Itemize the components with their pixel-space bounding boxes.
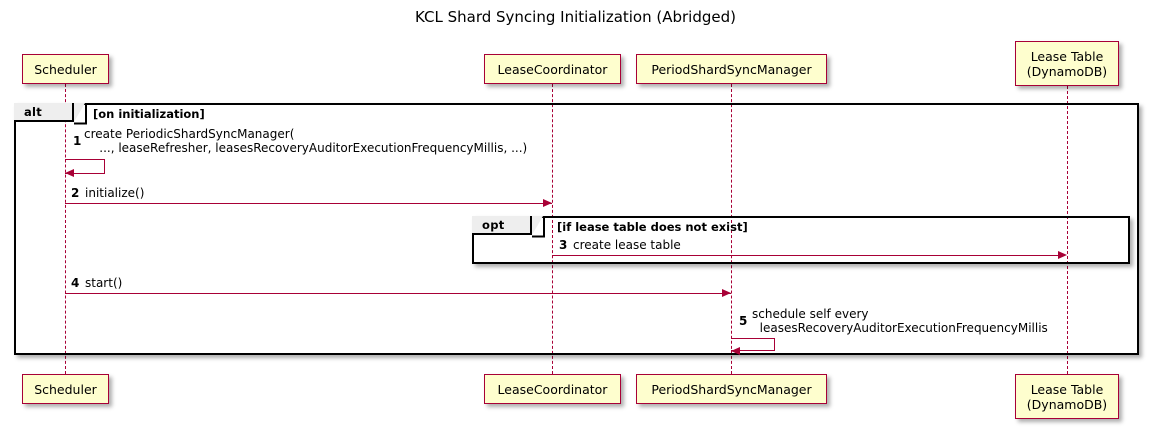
- participant-scheduler-bottom[interactable]: Scheduler: [22, 374, 109, 404]
- message-5-text: schedule self every leasesRecoveryAudito…: [752, 307, 1048, 335]
- lifeline-scheduler: [65, 84, 66, 374]
- participant-lease-table-top[interactable]: Lease Table (DynamoDB): [1015, 41, 1119, 86]
- message-3-text: create lease table: [573, 238, 681, 252]
- message-1-arrowhead-icon: [65, 169, 74, 177]
- participant-lease-coordinator-bottom[interactable]: LeaseCoordinator: [484, 374, 621, 404]
- lifeline-period-shard-sync-manager: [731, 84, 732, 374]
- message-5-arrowhead-icon: [731, 346, 740, 355]
- fragment-alt: [14, 103, 1139, 355]
- message-4-arrowhead-icon: [722, 288, 731, 297]
- lifeline-lease-table: [1067, 86, 1068, 374]
- participant-label: PeriodShardSyncManager: [651, 381, 812, 397]
- fragment-opt-tab-corner-svg: [532, 216, 545, 238]
- message-5-number: 5: [739, 314, 748, 328]
- message-2-arrowhead-icon: [543, 198, 552, 207]
- message-2-number: 2: [71, 186, 80, 200]
- participant-scheduler-top[interactable]: Scheduler: [22, 54, 109, 84]
- participant-label: Scheduler: [34, 61, 97, 77]
- message-1-self-loop: [65, 159, 105, 174]
- participant-label: Scheduler: [34, 381, 97, 397]
- participant-label: Lease Table (DynamoDB): [1026, 48, 1108, 79]
- fragment-alt-operator-label: alt: [24, 104, 43, 119]
- fragment-alt-guard: [on initialization]: [93, 107, 205, 121]
- message-3-arrowhead-icon: [1058, 250, 1067, 259]
- participant-lease-coordinator-top[interactable]: LeaseCoordinator: [484, 54, 621, 84]
- message-3-line: [552, 255, 1059, 256]
- participant-label: PeriodShardSyncManager: [651, 61, 812, 77]
- participant-label: LeaseCoordinator: [497, 381, 608, 397]
- message-4-text: start(): [85, 276, 123, 290]
- message-1-number: 1: [73, 134, 82, 148]
- fragment-opt-tab-corner-edge-icon: [532, 216, 545, 238]
- fragment-opt-operator-tab: opt: [472, 216, 532, 235]
- lifeline-lease-coordinator: [552, 84, 553, 374]
- participant-label: LeaseCoordinator: [497, 61, 608, 77]
- message-2-line: [65, 203, 552, 204]
- fragment-opt: [472, 216, 1130, 264]
- message-2-text: initialize(): [85, 186, 145, 200]
- fragment-opt-operator-label: opt: [482, 217, 505, 232]
- message-1-text: create PeriodicShardSyncManager( ..., le…: [84, 127, 528, 155]
- participant-lease-table-bottom[interactable]: Lease Table (DynamoDB): [1015, 374, 1119, 419]
- message-5-self-loop: [731, 338, 775, 351]
- fragment-opt-tab-corner-icon: [532, 216, 543, 235]
- fragment-alt-tab-corner-svg: [74, 103, 87, 125]
- fragment-alt-tab-corner-icon: [74, 103, 85, 122]
- message-4-line: [65, 293, 731, 294]
- message-4-number: 4: [71, 276, 80, 290]
- fragment-alt-tab-corner-edge-icon: [74, 103, 87, 125]
- participant-period-shard-sync-manager-top[interactable]: PeriodShardSyncManager: [636, 54, 827, 84]
- fragment-opt-guard: [if lease table does not exist]: [557, 220, 748, 234]
- participant-period-shard-sync-manager-bottom[interactable]: PeriodShardSyncManager: [636, 374, 827, 404]
- message-3-number: 3: [559, 238, 568, 252]
- participant-label: Lease Table (DynamoDB): [1026, 381, 1108, 412]
- fragment-alt-operator-tab: alt: [14, 103, 74, 122]
- diagram-title: KCL Shard Syncing Initialization (Abridg…: [415, 8, 736, 26]
